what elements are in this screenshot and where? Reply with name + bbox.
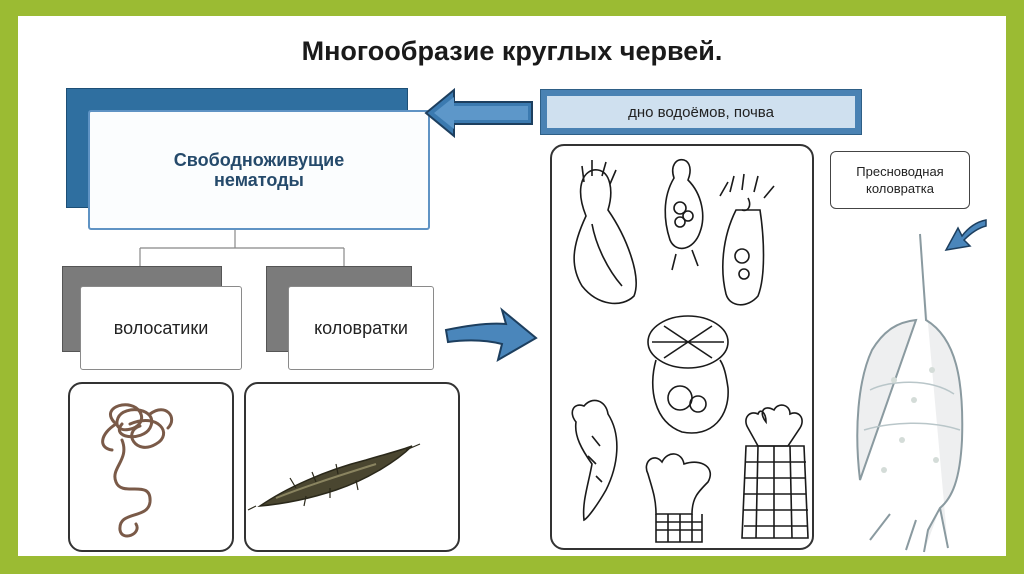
group-label: коловратки [314,318,408,339]
rotifer-drawings-frame [550,144,814,550]
rotifer-label-line1: Пресноводная [856,163,943,180]
rotifer-label-box: Пресноводная коловратка [830,151,970,209]
rotifer-image-frame [244,382,460,552]
right-arrow-icon [444,308,538,362]
group-box-hairworms: волосатики [80,286,242,370]
group-box-rotifers: коловратки [288,286,434,370]
hairworm-image [70,384,232,550]
hairworm-image-frame [68,382,234,552]
rotifer-image [246,384,458,550]
rotifer-drawings [552,146,812,548]
group-label: волосатики [114,318,209,339]
slide: Многообразие круглых червей. Свободножив… [18,16,1006,556]
freshwater-rotifer-image [840,230,1000,556]
rotifer-label-line2: коловратка [856,180,943,197]
